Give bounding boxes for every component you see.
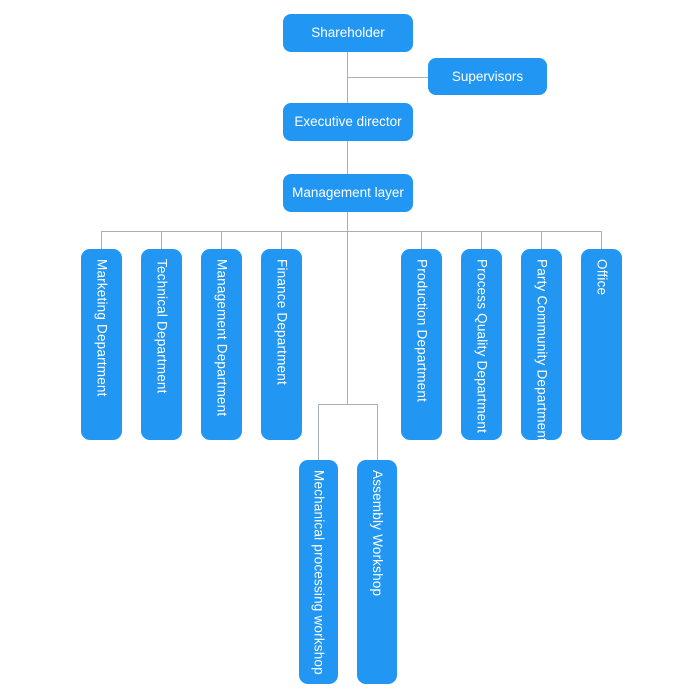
node-marketing-department: Marketing Department [81, 249, 122, 440]
node-marketing-department-label: Marketing Department [94, 259, 110, 397]
connector-stub-assembly-workshop [377, 404, 378, 460]
node-office: Office [581, 249, 622, 440]
connector-stub-management-dept [221, 231, 222, 249]
connector-stub-technical [161, 231, 162, 249]
connector-stub-party-community [541, 231, 542, 249]
node-technical-department-label: Technical Department [154, 259, 170, 394]
node-finance-department-label: Finance Department [274, 259, 290, 385]
node-shareholder-label: Shareholder [311, 25, 385, 41]
node-mechanical-processing-workshop-label: Mechanical processing workshop [311, 470, 327, 675]
connector-supervisors-branch [347, 77, 428, 78]
node-shareholder: Shareholder [283, 14, 413, 52]
node-supervisors: Supervisors [428, 58, 547, 95]
connector-stub-marketing [101, 231, 102, 249]
node-technical-department: Technical Department [141, 249, 182, 440]
connector-stub-production [421, 231, 422, 249]
connector-executive-management [347, 141, 348, 174]
connector-management-trunk [347, 212, 348, 404]
connector-stub-finance [281, 231, 282, 249]
node-party-community-department: Party Community Department [521, 249, 562, 443]
node-management-department: Management Department [201, 249, 242, 440]
node-executive-director-label: Executive director [294, 114, 402, 130]
node-executive-director: Executive director [283, 103, 413, 141]
node-mechanical-processing-workshop: Mechanical processing workshop [299, 460, 338, 684]
connector-stub-office [601, 231, 602, 249]
node-supervisors-label: Supervisors [451, 68, 524, 84]
node-management-department-label: Management Department [214, 259, 230, 417]
connector-stub-mechanical-workshop [318, 404, 319, 460]
node-management-layer-label: Management layer [292, 185, 404, 201]
connector-departments-bus [101, 231, 602, 232]
node-production-department: Production Department [401, 249, 442, 440]
connector-workshops-bus [318, 404, 378, 405]
node-party-community-department-label: Party Community Department [534, 259, 550, 443]
node-production-department-label: Production Department [414, 259, 430, 403]
node-office-label: Office [594, 259, 610, 296]
node-management-layer: Management layer [283, 174, 413, 212]
node-process-quality-department-label: Process Quality Department [474, 259, 490, 434]
node-assembly-workshop: Assembly Workshop [357, 460, 397, 684]
node-assembly-workshop-label: Assembly Workshop [369, 470, 385, 597]
node-finance-department: Finance Department [261, 249, 302, 440]
connector-stub-process-quality [481, 231, 482, 249]
node-process-quality-department: Process Quality Department [461, 249, 502, 440]
